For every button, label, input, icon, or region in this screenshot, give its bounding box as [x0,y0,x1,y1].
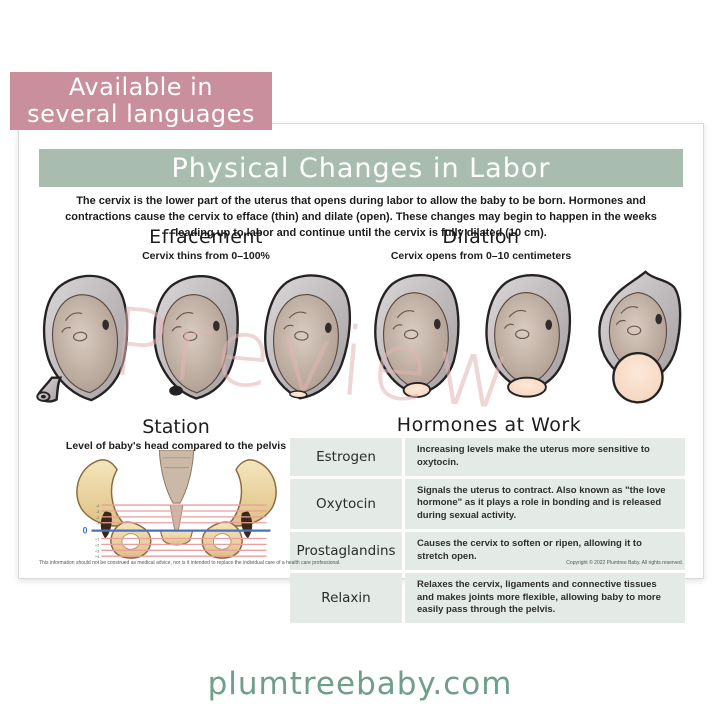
station-label: -2 [96,515,100,520]
station-subtitle: Level of baby's head compared to the pel… [65,440,287,452]
hormone-description: Increasing levels make the uterus more s… [405,438,685,476]
languages-banner: Available in several languages [10,72,272,130]
hormone-description: Relaxes the cervix, ligaments and connec… [405,572,685,624]
hormone-name: Oxytocin [290,478,402,530]
station-zero-label: 0 [83,526,88,536]
effacement-stage-3-illustration [263,274,351,400]
station-label: +4 [95,554,100,559]
languages-banner-line1: Available in [68,73,214,101]
dilation-stage-2-illustration [484,274,571,398]
station-label: -3 [96,509,100,514]
station-label: -4 [96,503,100,508]
hormone-name: Estrogen [290,438,402,476]
effacement-heading: Effacement [149,226,263,248]
hormones-table: Estrogen Increasing levels make the uter… [290,438,685,624]
uterus-illustrations-row [33,264,689,414]
hormone-name: Prostaglandins [290,532,402,570]
website-link[interactable]: plumtreebaby.com [207,666,513,702]
pelvis-bones [76,450,277,559]
hormone-description: Causes the cervix to soften or ripen, al… [405,532,685,570]
hormones-heading: Hormones at Work [396,414,582,436]
effacement-stage-1-illustration [36,274,129,403]
dilation-section-header: Dilation Cervix opens from 0–10 centimet… [341,226,621,262]
dilation-stage-1-illustration [374,273,460,399]
poster-title-bar: Physical Changes in Labor [39,149,683,187]
pelvis-station-illustration: -4 -3 -2 -1 0 +1 +2 +3 +4 [76,450,277,559]
effacement-section-header: Effacement Cervix thins from 0–100% [66,226,346,262]
dilation-subtitle: Cervix opens from 0–10 centimeters [390,250,572,262]
languages-banner-line2: several languages [27,100,255,128]
poster-title: Physical Changes in Labor [171,152,551,184]
station-section-header: Station Level of baby's head compared to… [61,416,291,452]
intro-paragraph: The cervix is the lower part of the uter… [65,195,657,239]
effacement-stage-2-illustration [153,274,240,400]
effacement-subtitle: Cervix thins from 0–100% [142,250,270,262]
poster-physical-changes-in-labor: Physical Changes in Labor The cervix is … [18,123,704,624]
disclaimer-text: This information should not be construed… [39,560,341,566]
station-lines: -4 -3 -2 -1 0 +1 +2 +3 +4 [83,503,271,559]
station-label: +3 [95,548,100,553]
station-label: +2 [95,542,99,547]
station-label: -1 [96,521,100,526]
copyright-text: Copyright © 2022 Plumtree Baby. All righ… [566,560,683,566]
dilation-heading: Dilation [442,226,520,248]
station-heading: Station [142,416,210,438]
hormone-description: Signals the uterus to contract. Also kno… [405,478,685,530]
dilation-stage-3-illustration [598,270,682,404]
station-label: +1 [95,536,99,541]
hormone-name: Relaxin [290,572,402,624]
